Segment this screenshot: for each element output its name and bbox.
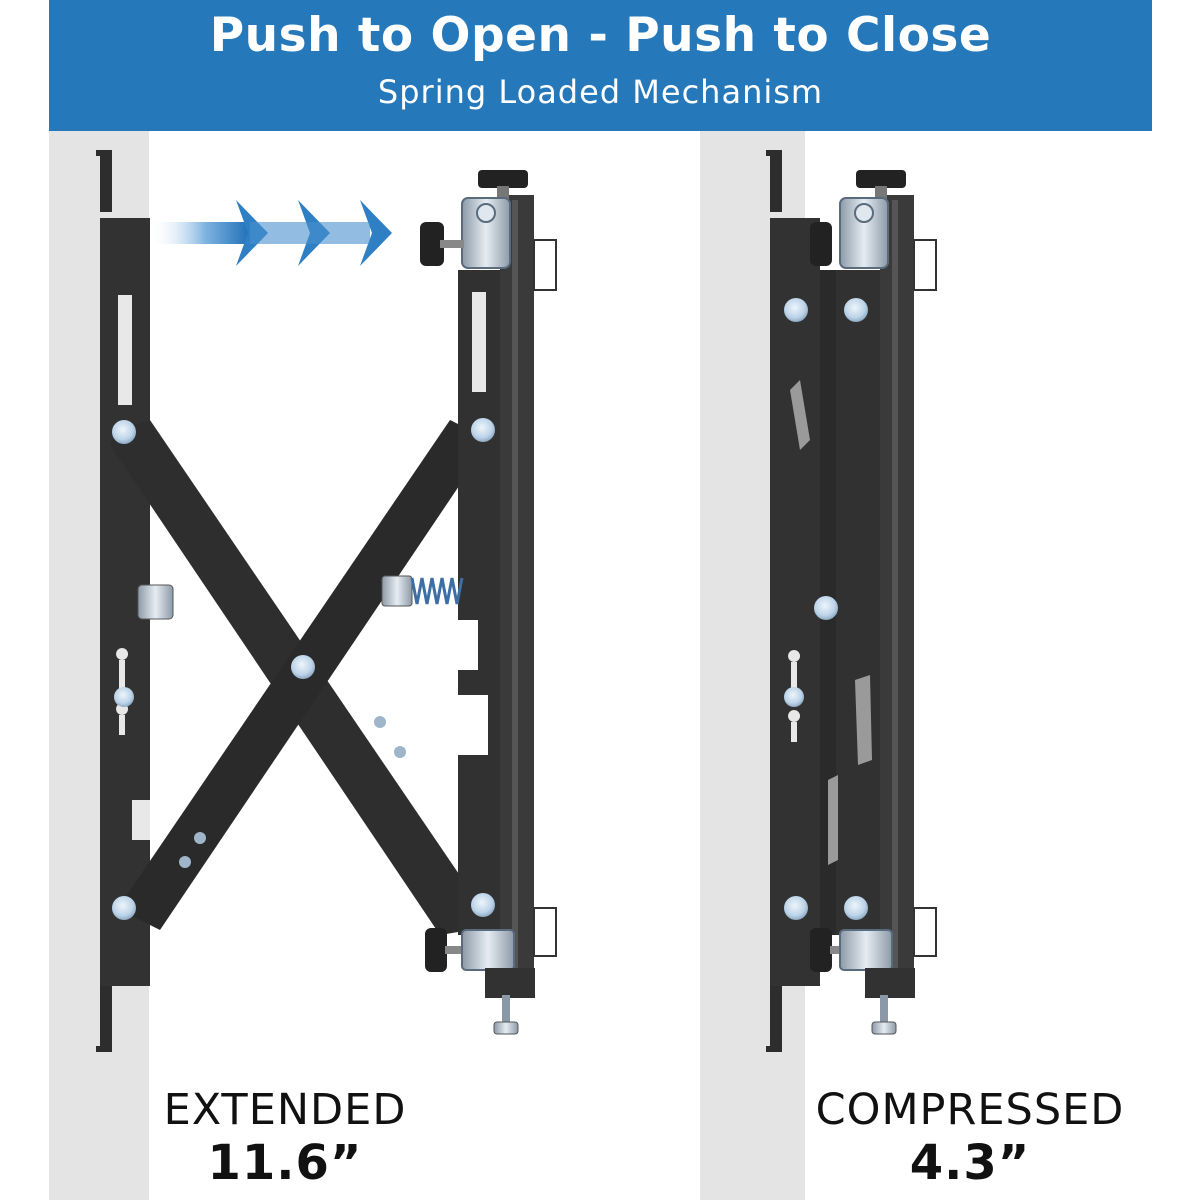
- extended-label: EXTENDED: [163, 1085, 407, 1135]
- banner-subtitle: Spring Loaded Mechanism: [377, 73, 824, 111]
- compressed-caption: COMPRESSED 4.3”: [800, 1085, 1140, 1191]
- compressed-bottom-latch: [839, 929, 893, 971]
- pin: [844, 896, 868, 920]
- extended-bottom-hook: [100, 985, 112, 1050]
- extended-top-hook: [100, 150, 112, 212]
- compressed-head-plate: [836, 270, 888, 935]
- extended-top-hook-lip: [96, 150, 112, 156]
- pin: [114, 687, 134, 707]
- arrow-right-icon: [360, 200, 392, 266]
- pin: [112, 896, 136, 920]
- spring-icon: [410, 577, 464, 605]
- banner-title: Push to Open - Push to Close: [209, 8, 992, 63]
- pin: [784, 298, 808, 322]
- pin: [784, 687, 804, 707]
- compressed-mount: [766, 150, 937, 1052]
- pin: [784, 896, 808, 920]
- compressed-wall-plate: [770, 218, 820, 986]
- compressed-label: COMPRESSED: [815, 1085, 1125, 1135]
- pin: [471, 893, 495, 917]
- extended-caption: EXTENDED 11.6”: [135, 1085, 435, 1191]
- pin: [112, 420, 136, 444]
- extended-measurement: 11.6”: [207, 1135, 363, 1191]
- pin: [844, 298, 868, 322]
- extended-top-latch: [461, 197, 511, 269]
- pin: [814, 596, 838, 620]
- pin: [471, 418, 495, 442]
- extended-mount: [96, 150, 557, 1052]
- compressed-measurement: 4.3”: [909, 1135, 1031, 1191]
- compressed-top-latch: [839, 197, 889, 269]
- extended-bottom-hook-lip: [96, 1046, 112, 1052]
- pin: [291, 655, 315, 679]
- extended-bottom-latch: [461, 929, 515, 971]
- push-direction-arrows: [150, 200, 392, 266]
- header-banner: Push to Open - Push to Close Spring Load…: [49, 0, 1152, 131]
